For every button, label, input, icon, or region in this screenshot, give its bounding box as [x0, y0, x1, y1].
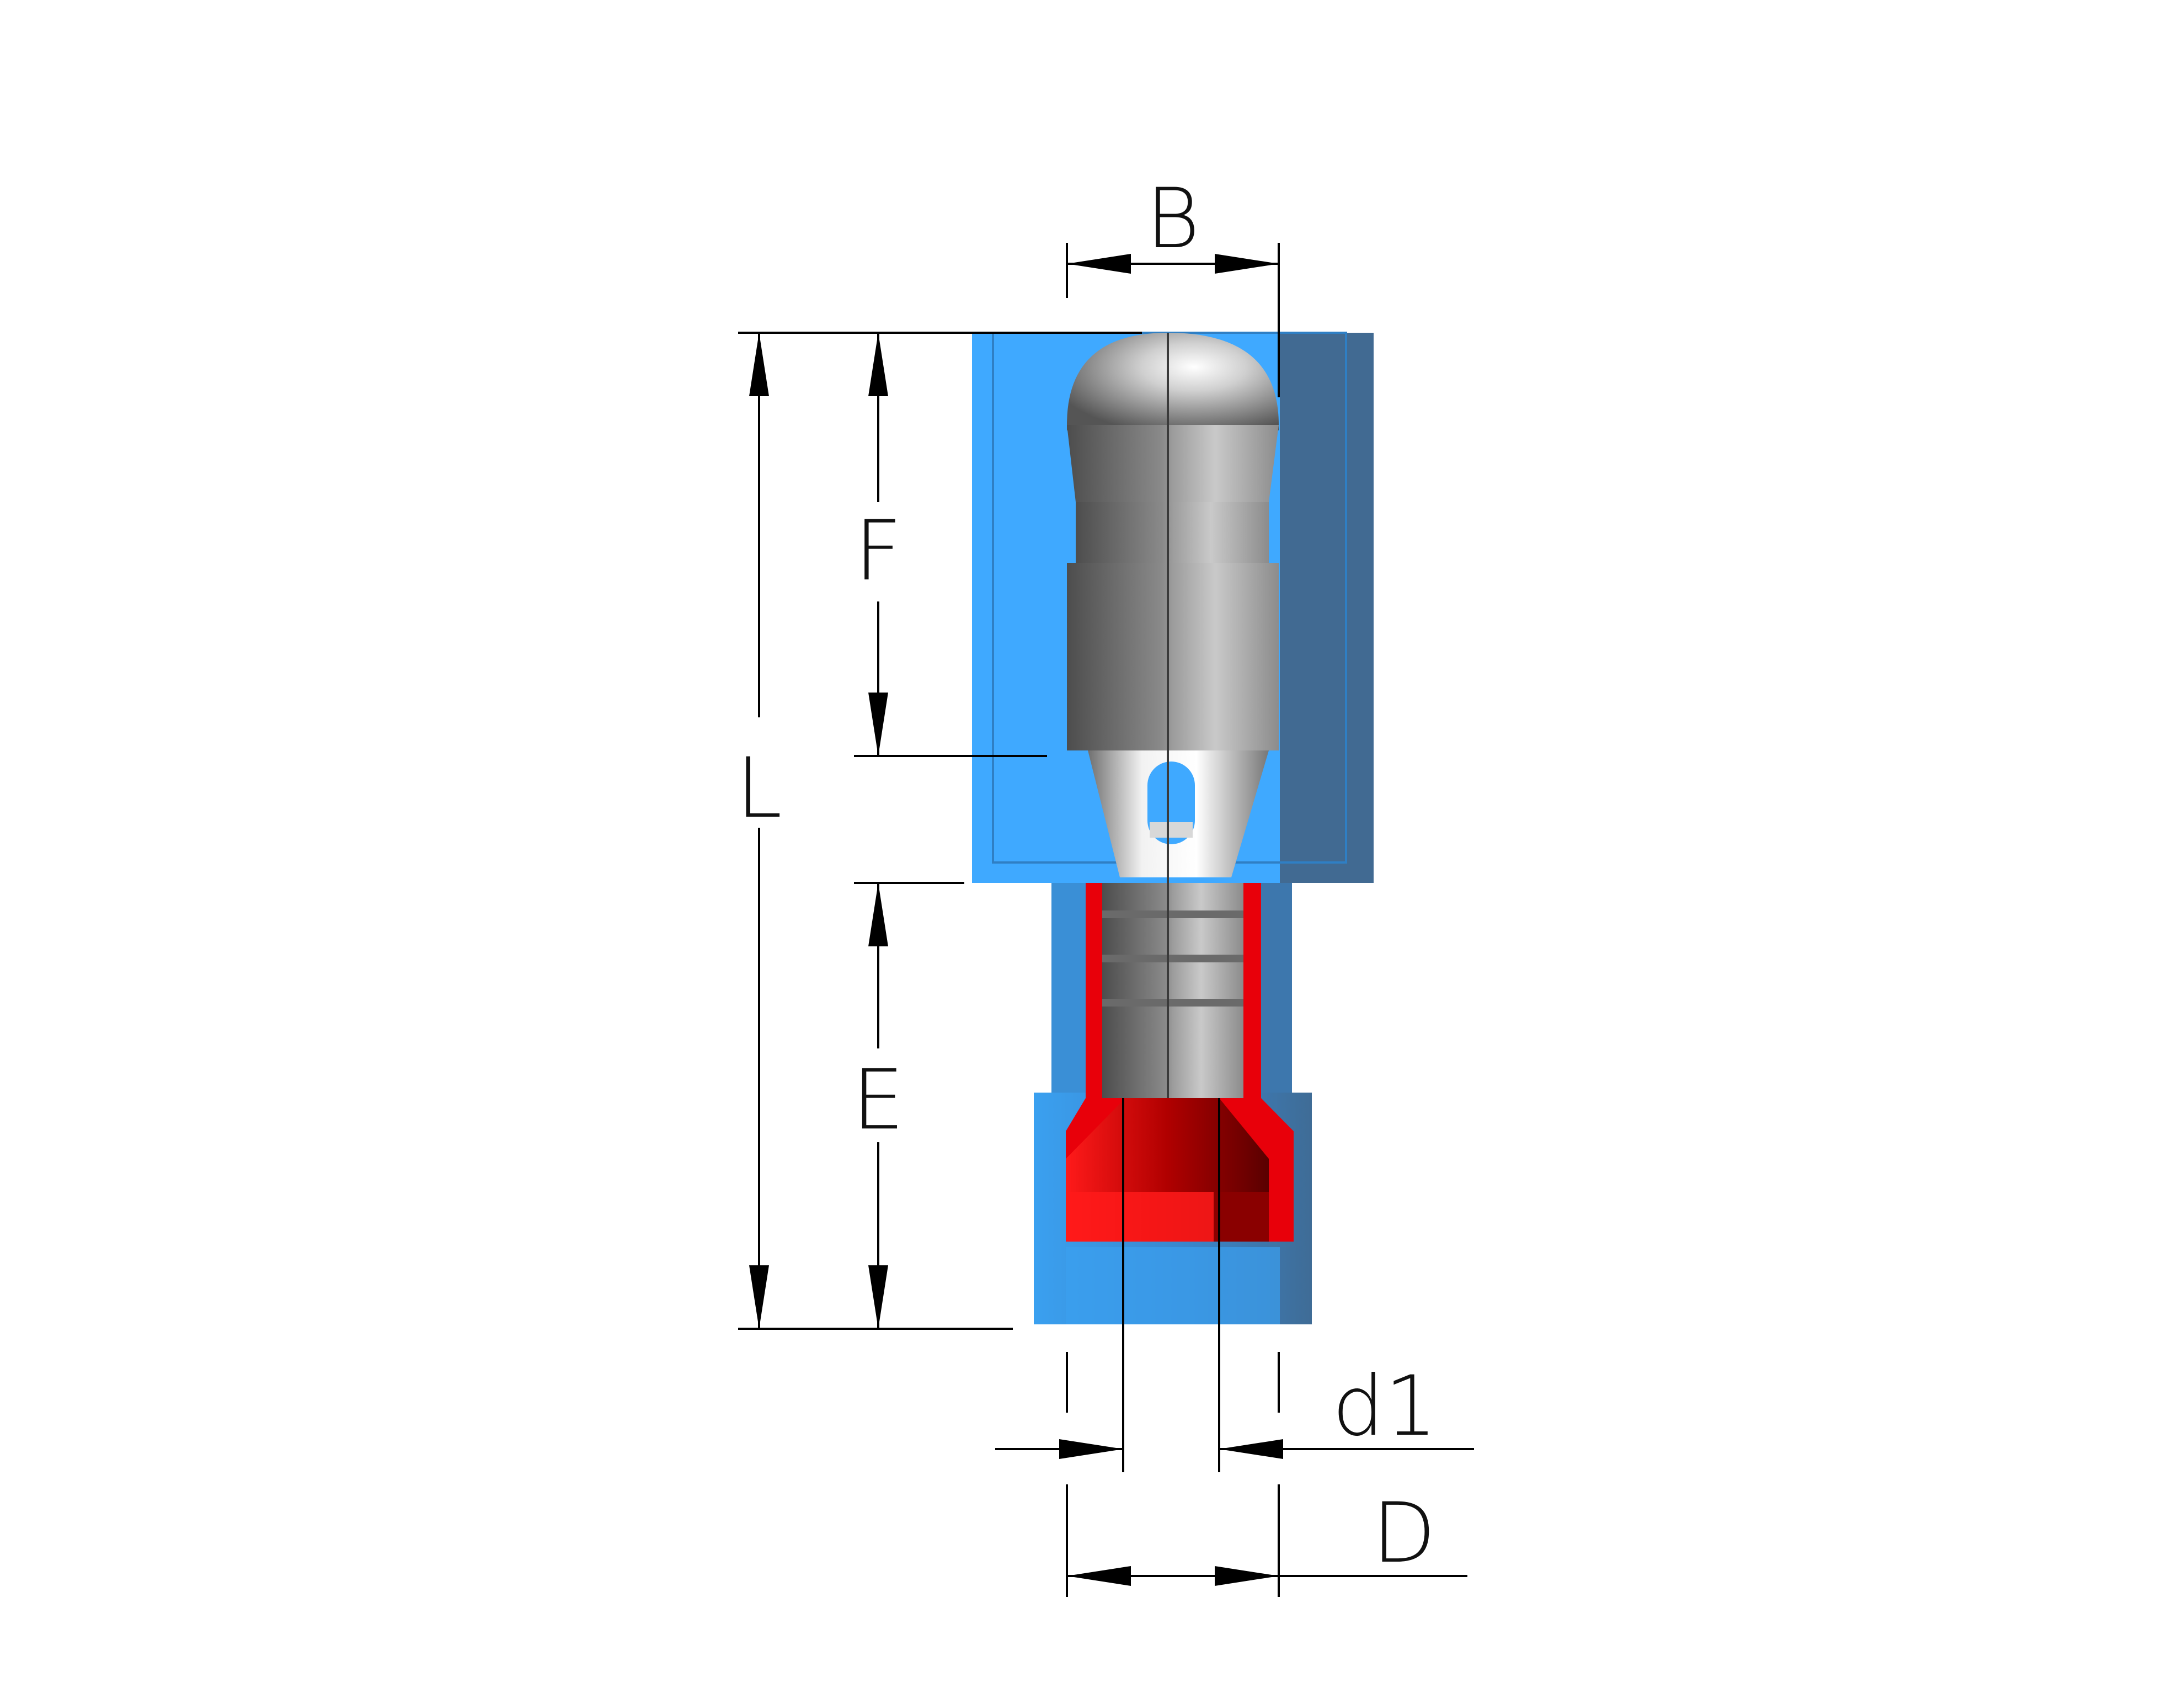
contact-groove: [1076, 502, 1269, 563]
F-label: F: [855, 503, 902, 599]
insulation-collar-inner: [1066, 1247, 1280, 1324]
B-arrow-right: [1215, 254, 1279, 274]
dimension-L: L: [736, 332, 1142, 1330]
F-arrow-top: [868, 333, 888, 396]
dimension-B: B: [1066, 171, 1280, 397]
insulation-upper-shadow: [1280, 333, 1374, 883]
dimension-F: F: [854, 333, 1047, 757]
D-arrow-right: [1215, 1566, 1279, 1586]
dimension-E: E: [852, 882, 964, 1329]
D-label: D: [1372, 1485, 1436, 1581]
contact-ridge: [1102, 910, 1243, 918]
contact-ridges: [1102, 910, 1243, 1007]
B-label: B: [1146, 171, 1200, 267]
metal-contact: [1067, 333, 1279, 1098]
dimension-d1: d1: [995, 1098, 1474, 1472]
contact-ridge: [1102, 955, 1243, 962]
E-label: E: [852, 1052, 905, 1148]
L-label: L: [736, 741, 782, 837]
crimp-funnel-band-shade: [1214, 1192, 1269, 1242]
F-arrow-bottom: [868, 693, 888, 756]
d1-label: d1: [1332, 1359, 1438, 1455]
E-arrow-bottom: [868, 1265, 888, 1329]
contact-slot-base: [1150, 822, 1193, 838]
contact-upper-barrel: [1067, 425, 1279, 502]
contact-main-barrel: [1067, 563, 1279, 750]
d1-arrow-left: [1059, 1439, 1123, 1459]
dimension-D: D: [1066, 1484, 1467, 1597]
contact-ridge: [1102, 999, 1243, 1007]
contact-dome: [1067, 333, 1279, 430]
d1-arrow-right: [1219, 1439, 1283, 1459]
L-arrow-bottom: [749, 1265, 769, 1329]
D-arrow-left: [1067, 1566, 1131, 1586]
L-arrow-top: [749, 333, 769, 396]
B-arrow-left: [1067, 254, 1131, 274]
E-arrow-top: [868, 883, 888, 946]
contact-shank: [1102, 883, 1243, 1098]
